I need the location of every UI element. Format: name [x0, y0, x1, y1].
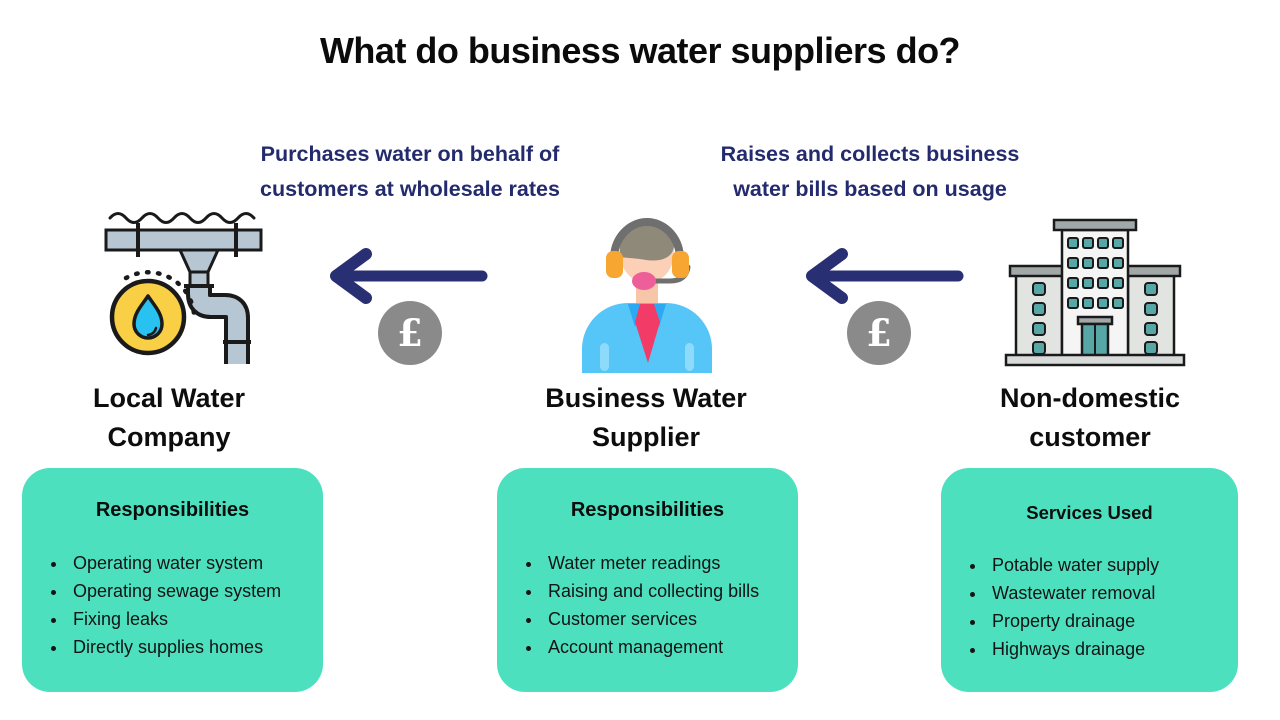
arrow-right-icon	[806, 248, 964, 304]
entity-name-business-water-supplier: Business Water Supplier	[545, 383, 747, 453]
list-item: Operating sewage system	[68, 577, 313, 605]
list-item: Account management	[543, 633, 788, 661]
entity-name-local-water-company: Local Water Company	[92, 383, 246, 453]
list-item: Customer services	[543, 605, 788, 633]
flow-label-billing: Raises and collects business water bills…	[720, 142, 1020, 202]
panel-list: Water meter readings Raising and collect…	[497, 549, 788, 661]
flow-label-wholesale: Purchases water on behalf of customers a…	[260, 142, 560, 202]
arrow-left-icon	[330, 248, 488, 304]
entity-name-non-domestic-customer: Non-domestic customer	[999, 383, 1180, 453]
panel-list: Operating water system Operating sewage …	[22, 549, 313, 661]
list-item: Directly supplies homes	[68, 633, 313, 661]
panel-list: Potable water supply Wastewater removal …	[941, 551, 1228, 663]
panel-title: Services Used	[1026, 502, 1153, 523]
office-building-icon	[1004, 218, 1186, 367]
water-supply-pipe-icon	[104, 212, 263, 364]
page-title: What do business water suppliers do?	[319, 30, 961, 71]
panel-title: Responsibilities	[570, 499, 725, 521]
pound-badge-left: £	[378, 301, 442, 365]
list-item: Operating water system	[68, 549, 313, 577]
pound-badge-right: £	[847, 301, 911, 365]
panel-business-water-supplier: Responsibilities Water meter readings Ra…	[497, 468, 798, 692]
panel-non-domestic-customer: Services Used Potable water supply Waste…	[941, 468, 1238, 692]
support-agent-icon	[582, 218, 712, 373]
panel-title: Responsibilities	[95, 499, 250, 521]
panel-local-water-company: Responsibilities Operating water system …	[22, 468, 323, 692]
list-item: Highways drainage	[987, 635, 1228, 663]
list-item: Wastewater removal	[987, 579, 1228, 607]
list-item: Potable water supply	[987, 551, 1228, 579]
list-item: Fixing leaks	[68, 605, 313, 633]
list-item: Water meter readings	[543, 549, 788, 577]
list-item: Raising and collecting bills	[543, 577, 788, 605]
list-item: Property drainage	[987, 607, 1228, 635]
